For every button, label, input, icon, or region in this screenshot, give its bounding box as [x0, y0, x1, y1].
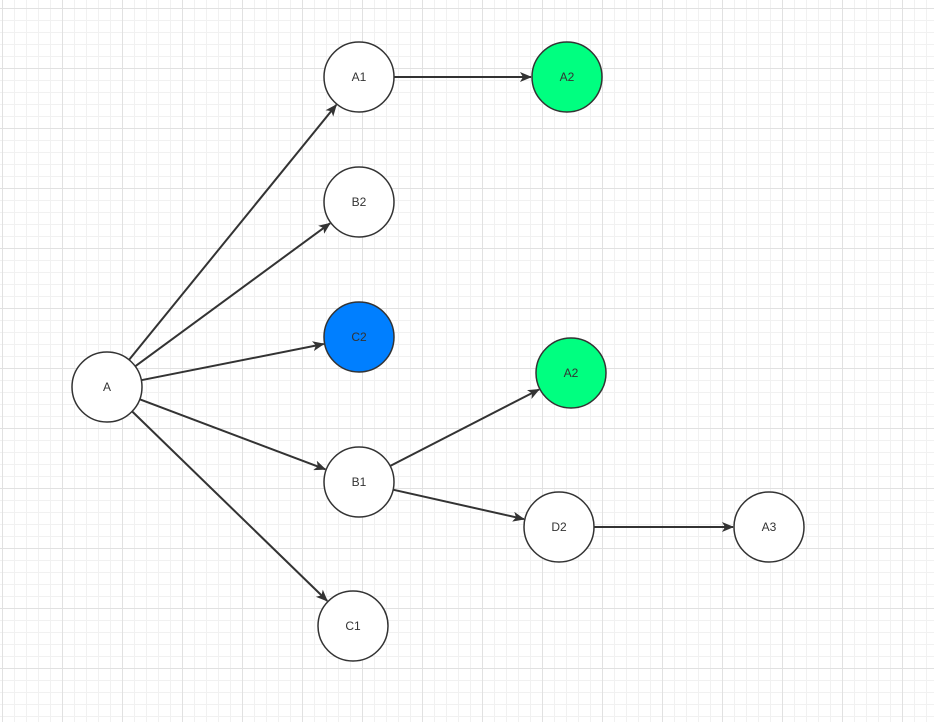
node-a3[interactable]: A3 — [733, 491, 805, 563]
edge-a-to-c2[interactable] — [141, 341, 325, 382]
edge-a-to-b2[interactable] — [134, 222, 331, 368]
node-label: A2 — [560, 70, 575, 84]
edges-layer — [128, 72, 734, 602]
edge-a-to-a1[interactable] — [128, 104, 338, 361]
node-circle[interactable] — [733, 491, 805, 563]
node-a1[interactable]: A1 — [323, 41, 395, 113]
node-circle[interactable] — [317, 590, 389, 662]
node-label: D2 — [551, 520, 567, 534]
node-label: A1 — [352, 70, 367, 84]
edge-b1-to-d2[interactable] — [392, 488, 525, 522]
node-circle[interactable] — [71, 351, 143, 423]
node-a2-top[interactable]: A2 — [531, 41, 603, 113]
node-c2[interactable]: C2 — [323, 301, 395, 373]
node-b1[interactable]: B1 — [323, 446, 395, 518]
node-a[interactable]: A — [71, 351, 143, 423]
node-circle[interactable] — [531, 41, 603, 113]
node-label: C1 — [345, 619, 361, 633]
node-a2-mid[interactable]: A2 — [535, 337, 607, 409]
node-label: B2 — [352, 195, 367, 209]
node-label: C2 — [351, 330, 367, 344]
node-label: A3 — [762, 520, 777, 534]
node-b2[interactable]: B2 — [323, 166, 395, 238]
node-c1[interactable]: C1 — [317, 590, 389, 662]
node-label: A — [103, 380, 111, 394]
node-d2[interactable]: D2 — [523, 491, 595, 563]
node-circle[interactable] — [323, 41, 395, 113]
edge-a-to-c1[interactable] — [131, 410, 328, 602]
node-circle[interactable] — [523, 491, 595, 563]
edge-a-to-b1[interactable] — [139, 398, 327, 471]
node-circle[interactable] — [535, 337, 607, 409]
edge-b1-to-a2-mid[interactable] — [389, 388, 540, 467]
node-circle[interactable] — [323, 166, 395, 238]
node-circle[interactable] — [323, 446, 395, 518]
node-label: B1 — [352, 475, 367, 489]
node-circle[interactable] — [323, 301, 395, 373]
node-label: A2 — [564, 366, 579, 380]
